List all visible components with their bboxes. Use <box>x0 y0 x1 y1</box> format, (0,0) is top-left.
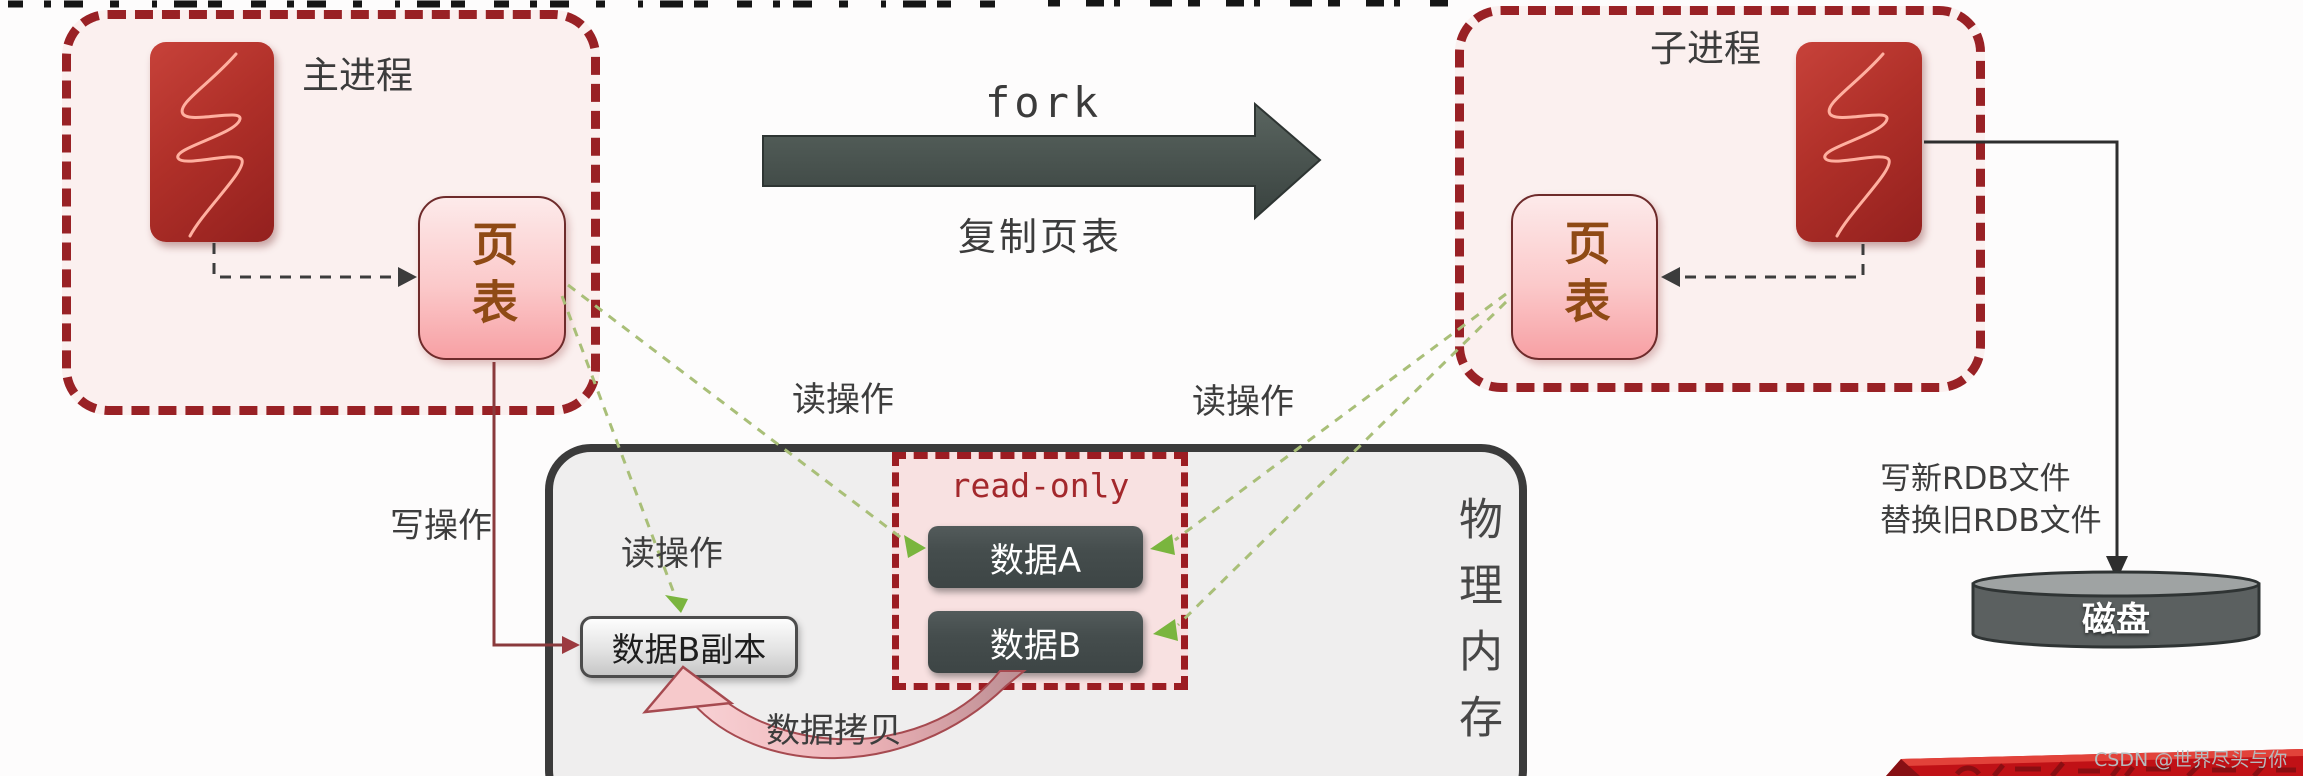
data-b-copy-box: 数据B副本 <box>580 616 798 678</box>
redis-process-icon <box>150 42 274 242</box>
redis-process-icon <box>1796 42 1922 242</box>
read-only-label: read-only <box>950 466 1130 505</box>
data-copy-label: 数据拷贝 <box>766 711 902 751</box>
squiggle-glyph <box>1823 52 1891 238</box>
page-table-child: 页表 <box>1511 194 1658 360</box>
page-table-child-label: 页表 <box>1557 219 1612 335</box>
rdb-caption-line1: 写新RDB文件 <box>1880 461 2071 497</box>
read-op-label-inner: 读操作 <box>621 534 723 574</box>
page-table-main-label: 页表 <box>465 220 519 336</box>
data-a-box: 数据A <box>928 526 1143 588</box>
page-table-main: 页表 <box>418 196 566 360</box>
data-b-box: 数据B <box>928 611 1143 673</box>
main-process-label: 主进程 <box>302 54 413 97</box>
read-op-label-left: 读操作 <box>792 380 894 420</box>
squiggle-glyph <box>176 52 244 238</box>
disk-label: 磁盘 <box>2082 600 2150 640</box>
rdb-caption-line2: 替换旧RDB文件 <box>1880 503 2102 539</box>
physical-memory-title: 物理内存 <box>1451 496 1502 760</box>
watermark: CSDN @世界尽头与你 <box>2094 749 2288 771</box>
rdb-caption: 写新RDB文件 替换旧RDB文件 <box>1880 458 2102 542</box>
child-process-label: 子进程 <box>1650 27 1761 70</box>
read-op-label-right: 读操作 <box>1192 382 1294 422</box>
write-op-label: 写操作 <box>390 506 492 546</box>
fork-sublabel: 复制页表 <box>958 215 1123 259</box>
fork-label: fork <box>985 78 1103 127</box>
cropped-text-fragments <box>8 0 1448 8</box>
